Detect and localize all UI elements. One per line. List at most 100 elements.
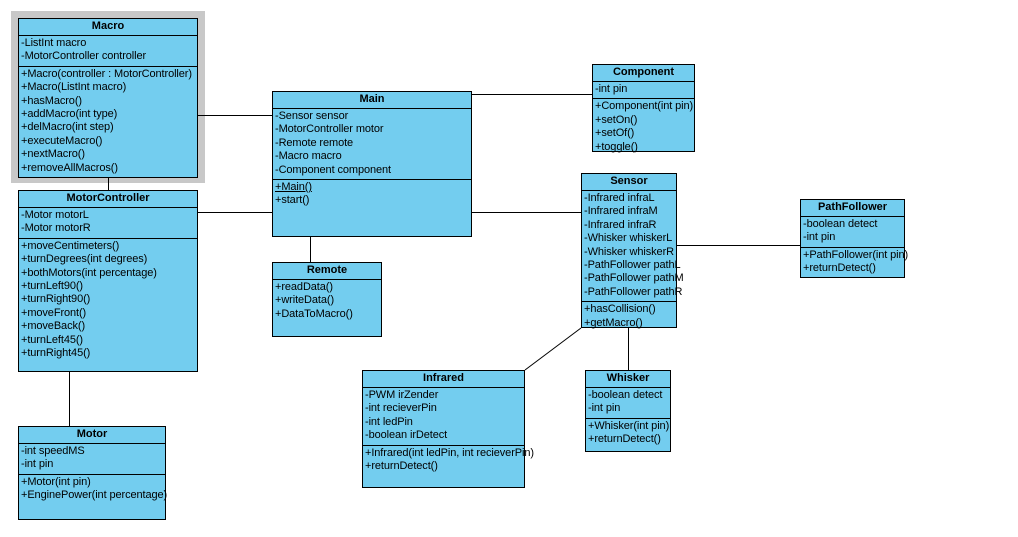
uml-class-main[interactable]: Main -Sensor sensor -MotorController mot… bbox=[272, 91, 472, 237]
operation-row: +turnLeft90() bbox=[21, 280, 83, 293]
attribute-row: -int pin bbox=[595, 83, 628, 95]
attribute-row: -Infrared infraR bbox=[584, 218, 657, 231]
operation-row: +returnDetect() bbox=[365, 460, 438, 473]
operation-row: +turnDegrees(int degrees) bbox=[21, 253, 148, 266]
operation-row-static: +Main() bbox=[275, 181, 312, 194]
connector-macro-main bbox=[198, 115, 272, 116]
operation-row: +bothMotors(int percentage) bbox=[21, 266, 157, 279]
operations-pathfollower: +PathFollower(int pin) +returnDetect() bbox=[801, 248, 909, 278]
operations-macro: +Macro(controller : MotorController) +Ma… bbox=[19, 67, 197, 177]
class-title-pathfollower: PathFollower bbox=[801, 200, 904, 217]
attributes-motor: -int speedMS -int pin bbox=[19, 444, 165, 475]
operation-row: +returnDetect() bbox=[803, 262, 876, 275]
attribute-row: -PathFollower pathL bbox=[584, 259, 681, 272]
uml-class-component[interactable]: Component -int pin +Component(int pin) +… bbox=[592, 64, 695, 153]
class-title-motor: Motor bbox=[19, 427, 165, 444]
attribute-row: -Whisker whiskerR bbox=[584, 245, 674, 258]
attribute-row: -Motor motorL bbox=[21, 209, 89, 221]
operation-row: +setOf() bbox=[595, 127, 635, 140]
connector-main-remote bbox=[310, 237, 311, 262]
connector-motorcontroller-motor bbox=[69, 372, 70, 426]
connector-motorcontroller-main bbox=[198, 212, 272, 213]
class-title-whisker: Whisker bbox=[586, 371, 670, 388]
class-title-main: Main bbox=[273, 92, 471, 109]
operation-row: +Macro(ListInt macro) bbox=[21, 81, 127, 94]
operation-row: +Whisker(int pin) bbox=[588, 419, 670, 432]
operation-row: +Infrared(int ledPin, int recieverPin) bbox=[365, 446, 534, 459]
uml-class-motorcontroller[interactable]: MotorController -Motor motorL -Motor mot… bbox=[18, 190, 198, 372]
class-title-infrared: Infrared bbox=[363, 371, 524, 388]
attribute-row: -boolean irDetect bbox=[365, 429, 448, 442]
uml-class-remote[interactable]: Remote +readData() +writeData() +DataToM… bbox=[272, 262, 382, 337]
attribute-row: -int pin bbox=[21, 458, 54, 471]
connector-sensor-pathfollower bbox=[677, 245, 800, 246]
attributes-component: -int pin bbox=[593, 82, 694, 100]
attribute-row: -boolean detect bbox=[588, 389, 663, 401]
operation-row: +Motor(int pin) bbox=[21, 475, 91, 488]
connector-main-component bbox=[472, 94, 592, 95]
operation-row: +setOn() bbox=[595, 113, 638, 126]
operations-infrared: +Infrared(int ledPin, int recieverPin) +… bbox=[363, 446, 534, 476]
uml-class-macro[interactable]: Macro -ListInt macro -MotorController co… bbox=[18, 18, 198, 178]
operations-component: +Component(int pin) +setOn() +setOf() +t… bbox=[593, 99, 694, 156]
operation-row: +EnginePower(int percentage) bbox=[21, 489, 168, 502]
operations-remote: +readData() +writeData() +DataToMacro() bbox=[273, 280, 381, 323]
uml-class-whisker[interactable]: Whisker -boolean detect -int pin +Whiske… bbox=[585, 370, 671, 452]
operation-row: +addMacro(int type) bbox=[21, 108, 118, 121]
attribute-row: -Sensor sensor bbox=[275, 110, 349, 122]
operations-whisker: +Whisker(int pin) +returnDetect() bbox=[586, 419, 670, 449]
operations-sensor: +hasCollision() +getMacro() bbox=[582, 302, 676, 332]
class-title-component: Component bbox=[593, 65, 694, 82]
operation-row: +returnDetect() bbox=[588, 433, 661, 446]
operation-row: +turnRight90() bbox=[21, 293, 91, 306]
connector-sensor-whisker bbox=[628, 328, 629, 370]
connector-sensor-infrared bbox=[524, 327, 582, 371]
attribute-row: -int pin bbox=[588, 402, 621, 415]
attributes-pathfollower: -boolean detect -int pin bbox=[801, 217, 904, 248]
uml-class-sensor[interactable]: Sensor -Infrared infraL -Infrared infraM… bbox=[581, 173, 684, 329]
operation-row: +executeMacro() bbox=[21, 134, 103, 147]
attribute-row: -Infrared infraM bbox=[584, 205, 658, 218]
uml-class-motor[interactable]: Motor -int speedMS -int pin +Motor(int p… bbox=[18, 426, 168, 520]
operation-row: +turnRight45() bbox=[21, 347, 91, 360]
operation-row: +readData() bbox=[275, 281, 333, 293]
operation-row: +toggle() bbox=[595, 140, 638, 153]
uml-class-infrared[interactable]: Infrared -PWM irZender -int recieverPin … bbox=[362, 370, 534, 488]
attribute-row: -PathFollower pathR bbox=[584, 285, 683, 298]
attribute-row: -Macro macro bbox=[275, 150, 342, 163]
attribute-row: -Motor motorR bbox=[21, 222, 91, 235]
attribute-row: -Remote remote bbox=[275, 136, 354, 149]
attribute-row: -Infrared infraL bbox=[584, 192, 655, 204]
connector-main-sensor bbox=[472, 212, 581, 213]
attributes-motorcontroller: -Motor motorL -Motor motorR bbox=[19, 208, 197, 239]
attribute-row: -int pin bbox=[803, 231, 836, 244]
operations-motorcontroller: +moveCentimeters() +turnDegrees(int degr… bbox=[19, 239, 197, 363]
uml-class-pathfollower[interactable]: PathFollower -boolean detect -int pin +P… bbox=[800, 199, 909, 278]
attribute-row: -PathFollower pathM bbox=[584, 272, 684, 285]
operation-row: +Component(int pin) bbox=[595, 100, 694, 113]
attribute-row: -int ledPin bbox=[365, 415, 413, 428]
operations-motor: +Motor(int pin) +EnginePower(int percent… bbox=[19, 475, 168, 505]
operation-row: +PathFollower(int pin) bbox=[803, 248, 909, 261]
operation-row: +start() bbox=[275, 194, 310, 207]
attribute-row: -PWM irZender bbox=[365, 389, 439, 401]
operation-row: +moveCentimeters() bbox=[21, 239, 120, 252]
operation-row: +getMacro() bbox=[584, 316, 643, 329]
operation-row: +Macro(controller : MotorController) bbox=[21, 67, 192, 80]
attribute-row: -MotorController controller bbox=[21, 50, 147, 63]
operations-main: +Main() +start() bbox=[273, 180, 471, 210]
attribute-row: -int speedMS bbox=[21, 445, 85, 457]
operation-row: +hasMacro() bbox=[21, 94, 82, 107]
operation-row: +removeAllMacros() bbox=[21, 161, 118, 174]
attributes-infrared: -PWM irZender -int recieverPin -int ledP… bbox=[363, 388, 524, 446]
attribute-row: -Whisker whiskerL bbox=[584, 232, 673, 245]
operation-row: +delMacro(int step) bbox=[21, 121, 114, 134]
class-title-macro: Macro bbox=[19, 19, 197, 36]
connector-macro-motorcontroller bbox=[108, 178, 109, 190]
attribute-row: -Component component bbox=[275, 163, 392, 176]
attribute-row: -ListInt macro bbox=[21, 37, 87, 49]
attributes-macro: -ListInt macro -MotorController controll… bbox=[19, 36, 197, 67]
operation-row: +moveFront() bbox=[21, 306, 87, 319]
attributes-sensor: -Infrared infraL -Infrared infraM -Infra… bbox=[582, 191, 684, 303]
